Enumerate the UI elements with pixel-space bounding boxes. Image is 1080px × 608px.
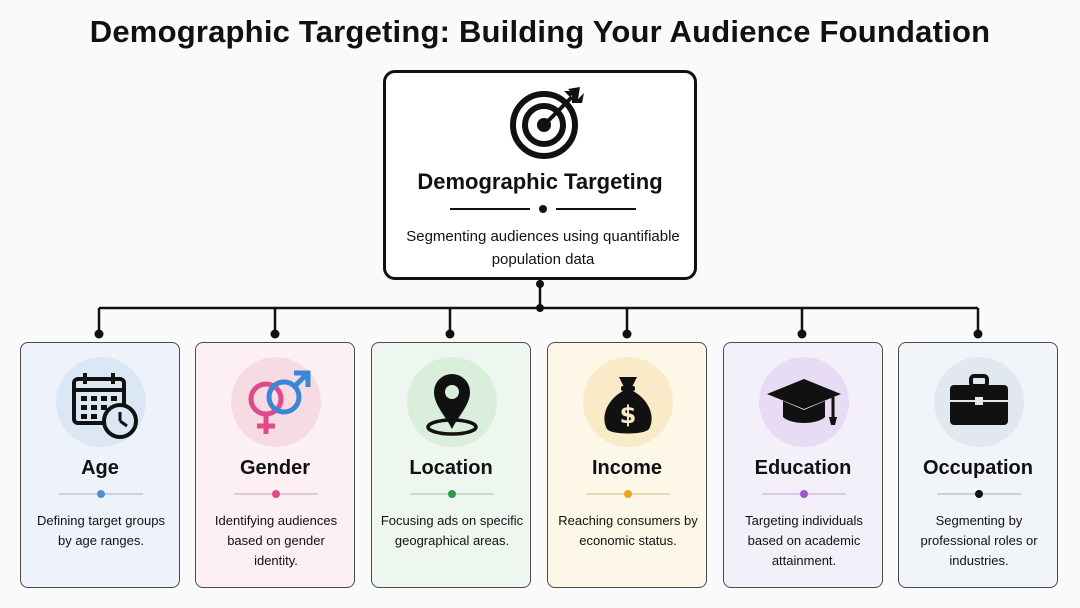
root-description: Segmenting audiences using quantifiable … [406,228,680,268]
card-divider-age [59,490,143,498]
card-title-location: Location [409,457,493,479]
card-description-location: Focusing ads on specific geographical ar… [380,513,524,548]
category-card-gender: Gender Identifying audiences based on ge… [195,342,355,588]
card-description-education: Targeting individuals based on academic … [745,513,863,568]
category-card-education: Education Targeting individuals based on… [723,342,883,588]
card-description-age: Defining target groups by age ranges. [37,513,165,548]
card-description-income: Reaching consumers by economic status. [558,513,698,548]
card-divider-income [586,490,670,498]
root-divider [450,205,636,213]
card-title-age: Age [81,457,119,479]
card-title-gender: Gender [239,457,311,479]
category-card-occupation: Occupation Segmenting by professional ro… [898,342,1058,588]
money-bag-icon: $ [604,377,652,434]
category-card-age: Age Defining target groups by age ranges… [20,342,180,588]
briefcase-icon [950,374,1008,425]
category-card-income: $ Income Reaching consumers by economic … [547,342,707,588]
page-title: Demographic Targeting: Building Your Aud… [89,14,991,49]
root-node: Demographic Targeting Segmenting audienc… [383,70,697,280]
map-pin-icon [426,374,478,436]
card-description-gender: Identifying audiences based on gender id… [214,513,338,568]
card-title-occupation: Occupation [922,457,1033,479]
card-divider-location [410,490,494,498]
category-card-location: Location Focusing ads on specific geogra… [371,342,531,588]
card-divider-education [762,490,846,498]
card-divider-occupation [937,490,1021,498]
svg-text:$: $ [620,401,637,429]
target-arrow-icon [510,87,584,159]
card-description-occupation: Segmenting by professional roles or indu… [920,513,1038,568]
card-title-education: Education [754,457,852,479]
calendar-clock-icon [72,373,138,439]
card-title-income: Income [591,457,663,479]
graduation-cap-icon [767,379,841,425]
gender-symbols-icon [248,370,311,434]
card-divider-gender [234,490,318,498]
root-title: Demographic Targeting [417,169,663,194]
